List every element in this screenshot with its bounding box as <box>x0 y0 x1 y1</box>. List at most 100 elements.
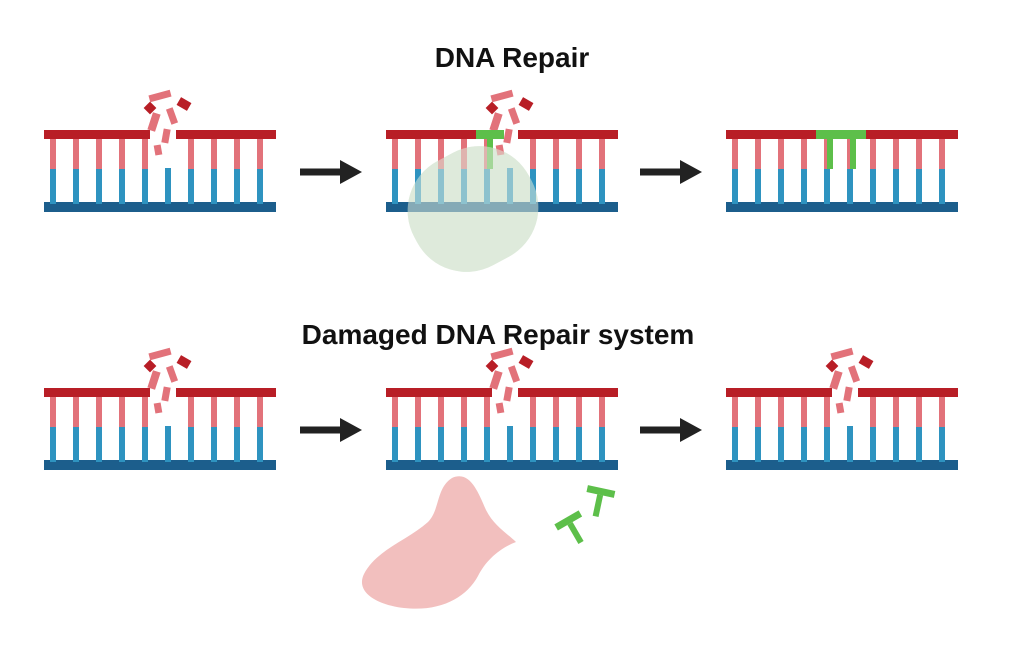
base-pair-red <box>119 397 125 427</box>
nucleotide-fragment <box>153 402 163 414</box>
nucleotide-fragment <box>161 128 171 144</box>
bottom-strand-backbone <box>386 460 618 470</box>
base-pair-blue <box>392 426 398 462</box>
arrow-shaft <box>300 426 344 434</box>
base-pair-red <box>257 139 263 169</box>
repair-patch-backbone <box>476 130 504 139</box>
free-nucleotide <box>554 510 584 545</box>
top-strand-backbone-left <box>44 388 150 397</box>
base-pair-blue <box>893 426 899 462</box>
top-strand-backbone-right <box>858 388 958 397</box>
base-pair-red <box>824 397 830 427</box>
base-pair-red <box>732 397 738 427</box>
process-arrow <box>300 418 362 442</box>
base-pair-red <box>599 397 605 427</box>
base-pair-blue <box>234 168 240 204</box>
base-pair-red <box>576 139 582 169</box>
base-pair-blue <box>257 426 263 462</box>
base-pair-red <box>801 139 807 169</box>
base-pair-blue <box>778 168 784 204</box>
base-pair-red <box>778 139 784 169</box>
base-pair-blue <box>438 426 444 462</box>
nucleotide-fragment <box>143 359 157 373</box>
base-pair-red <box>916 397 922 427</box>
base-pair-red <box>732 139 738 169</box>
title-dna-repair: DNA Repair <box>434 42 590 73</box>
top-strand-backbone-right <box>518 388 618 397</box>
base-pair-blue <box>165 426 171 462</box>
base-pair-blue <box>50 426 56 462</box>
base-pair-red <box>257 397 263 427</box>
base-pair-blue <box>96 426 102 462</box>
base-pair-blue <box>257 168 263 204</box>
base-pair-red <box>939 139 945 169</box>
base-pair-blue <box>165 168 171 204</box>
nucleotide-fragment <box>490 347 514 361</box>
base-pair-blue <box>553 426 559 462</box>
base-pair-blue <box>119 168 125 204</box>
nucleotide-fragment <box>503 128 513 144</box>
title-damaged-dna-repair-system: Damaged DNA Repair system <box>301 319 695 350</box>
nucleotide-fragment <box>165 107 179 125</box>
base-pair-red <box>73 139 79 169</box>
nucleotide-fragment <box>176 355 192 369</box>
dna-repair-row-panel-3 <box>726 130 958 212</box>
base-pair-red <box>870 139 876 169</box>
base-pair-blue <box>553 168 559 204</box>
top-strand-backbone-left <box>44 130 150 139</box>
top-strand-backbone-left <box>386 130 492 139</box>
arrow-head <box>340 160 362 184</box>
nucleotide-fragment <box>489 112 503 132</box>
base-pair-red <box>461 397 467 427</box>
base-pair-red <box>392 397 398 427</box>
base-pair-red <box>438 139 444 169</box>
base-pair-red <box>211 139 217 169</box>
base-pair-blue <box>847 426 853 462</box>
base-pair-blue <box>142 426 148 462</box>
base-pair-red <box>50 139 56 169</box>
base-pair-red <box>234 139 240 169</box>
nucleotide-fragment <box>495 402 505 414</box>
base-pair-blue <box>939 168 945 204</box>
base-pair-red <box>530 139 536 169</box>
base-pair-red <box>553 139 559 169</box>
repaired-base-2 <box>850 139 856 169</box>
base-pair-blue <box>916 426 922 462</box>
repair-enzyme-overlay <box>407 146 539 272</box>
nucleotide-fragment <box>835 402 845 414</box>
base-pair-blue <box>96 168 102 204</box>
top-strand-backbone-right <box>518 130 618 139</box>
process-arrow <box>640 418 702 442</box>
process-arrow <box>300 160 362 184</box>
base-pair-blue <box>732 426 738 462</box>
nucleotide-fragment <box>165 365 179 383</box>
base-pair-red <box>50 397 56 427</box>
base-pair-red <box>234 397 240 427</box>
base-pair-red <box>211 397 217 427</box>
base-pair-blue <box>484 426 490 462</box>
defective-enzyme-blob <box>361 476 516 609</box>
free-nucleotide-bar <box>586 485 616 498</box>
nucleotide-fragment <box>147 370 161 390</box>
top-strand-backbone-left <box>386 388 492 397</box>
base-pair-blue <box>755 426 761 462</box>
base-pair-blue <box>530 426 536 462</box>
free-nucleotide-stem <box>567 521 584 545</box>
base-pair-blue <box>824 426 830 462</box>
base-pair-blue <box>507 426 513 462</box>
repaired-base-1 <box>827 139 833 169</box>
base-pair-blue <box>415 426 421 462</box>
top-strand-backbone-right <box>176 388 276 397</box>
bottom-strand-backbone <box>726 202 958 212</box>
base-pair-blue <box>142 168 148 204</box>
base-pair-blue <box>50 168 56 204</box>
base-pair-blue <box>73 426 79 462</box>
arrow-shaft <box>640 426 684 434</box>
free-nucleotide-stem <box>592 494 604 518</box>
nucleotide-fragment <box>847 365 861 383</box>
damaged-repair-row-panel-1 <box>44 347 276 470</box>
base-pair-blue <box>188 426 194 462</box>
nucleotide-fragment <box>829 370 843 390</box>
base-pair-blue <box>461 426 467 462</box>
